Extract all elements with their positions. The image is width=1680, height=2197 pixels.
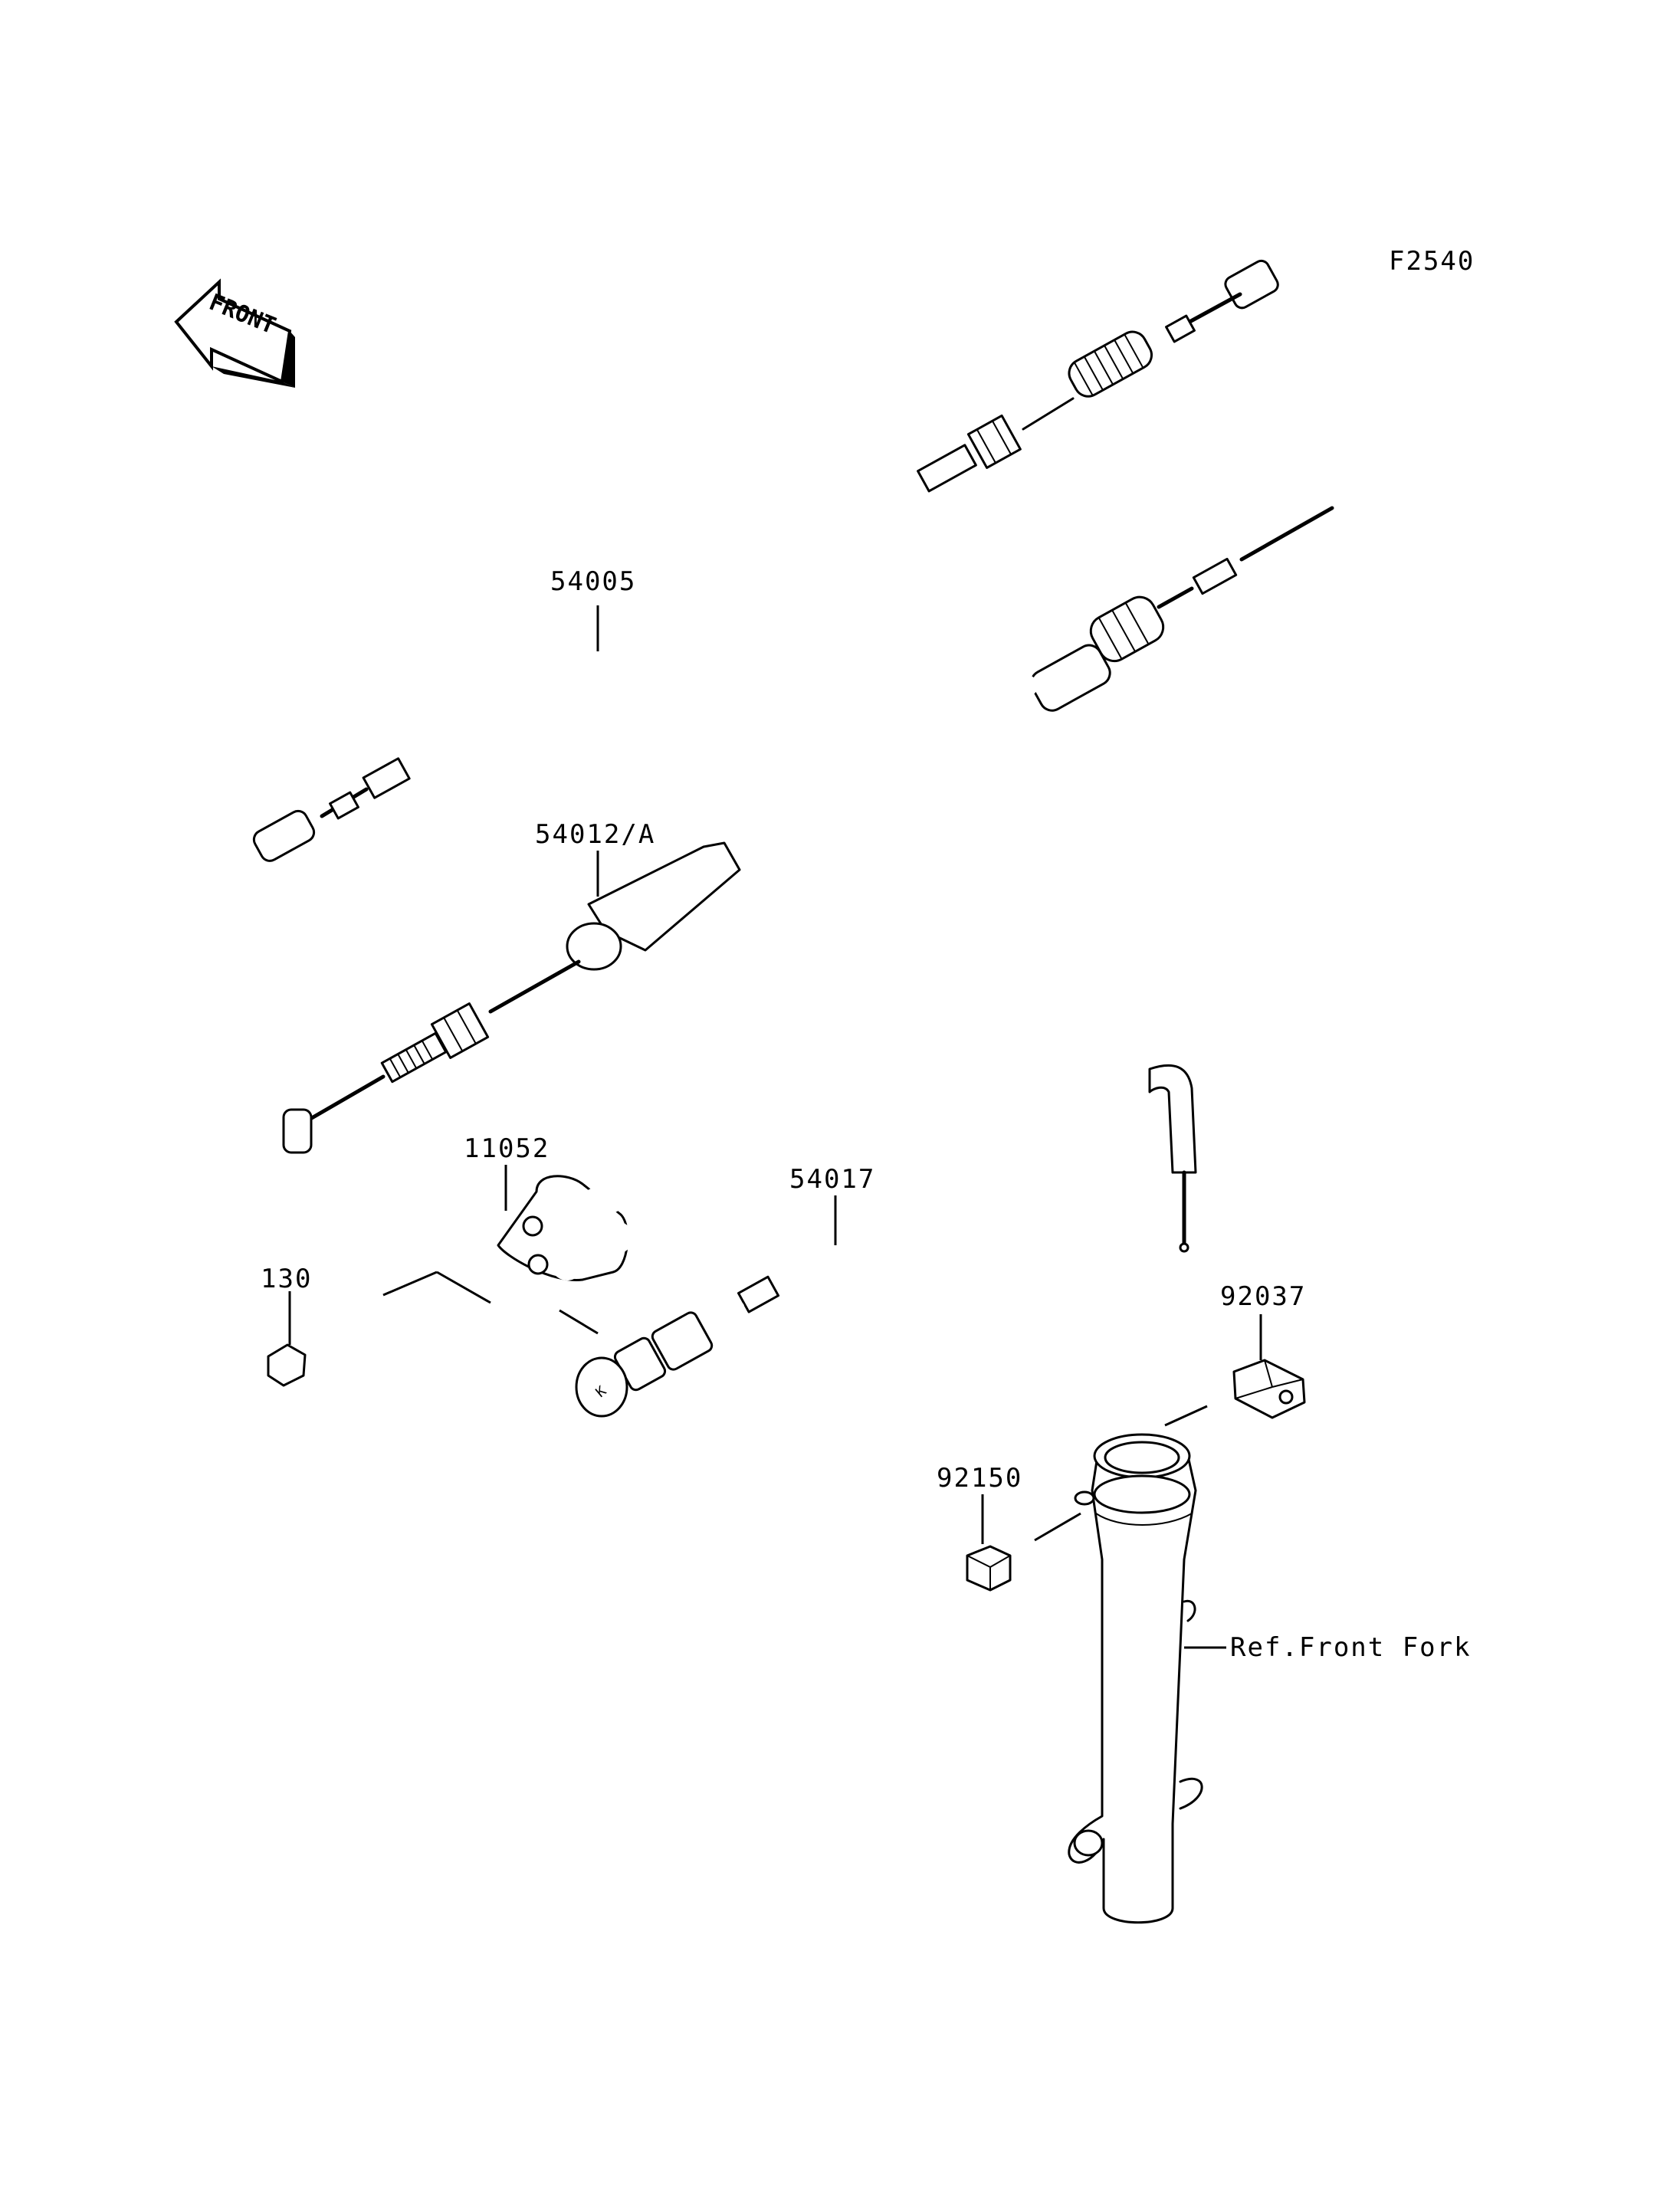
callout-130: 130 <box>261 1264 312 1294</box>
callout-54005: 54005 <box>550 566 636 597</box>
front-arrow-icon: FRONT <box>174 278 295 388</box>
front-fork-tube <box>1068 1433 1203 1924</box>
front-fork-reference: Ref.Front Fork <box>1230 1632 1472 1663</box>
clutch-cable-54005 <box>252 259 1279 862</box>
figure-code: F2540 <box>1389 246 1475 277</box>
bracket-11052 <box>497 1175 633 1281</box>
bolt-130 <box>267 1301 392 1387</box>
bolt-92150 <box>966 1541 1036 1592</box>
callout-92037: 92037 <box>1220 1281 1306 1312</box>
callout-54012a: 54012/A <box>535 819 655 850</box>
callout-11052: 11052 <box>464 1133 550 1164</box>
throttle-cable-54012a <box>282 506 1334 1154</box>
callout-54017: 54017 <box>789 1164 875 1195</box>
clamp-92037 <box>1232 1359 1306 1419</box>
callout-92150: 92150 <box>937 1463 1022 1494</box>
speedo-cable-54017: K <box>575 1064 1197 1418</box>
